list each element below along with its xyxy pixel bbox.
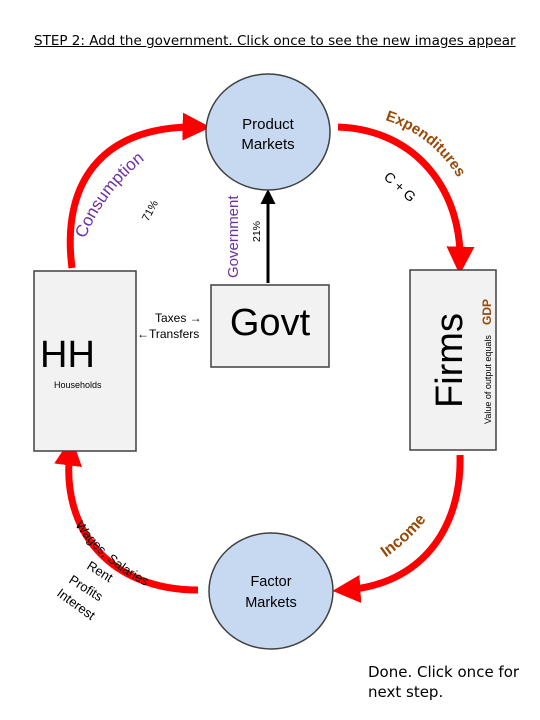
taxes-label: Taxes → [155,311,202,325]
done-instruction: Done. Click once for next step. [368,663,520,701]
hh-label: HH [40,334,95,376]
income-label: Income [378,511,430,561]
government-label: Government [225,195,242,278]
firms-label: Firms [429,313,471,408]
product-markets-label: Product Markets [241,116,295,153]
firms-box [409,269,497,451]
gdp-label: GDP [480,299,494,325]
c-plus-g-label: C + G [381,168,419,205]
wages-arrow [54,437,199,594]
households-box [33,270,137,452]
page-title: STEP 2: Add the government. Click once t… [34,33,516,49]
value-of-output-label: Value of output equals [483,335,493,424]
consumption-arrow [66,112,211,269]
government-pct: 21% [251,221,263,242]
consumption-pct: 71% [140,198,161,223]
product-markets-node [205,73,331,191]
expenditures-arrow [337,123,475,275]
transfers-label: ←Transfers [137,327,199,341]
factor-markets-label: Factor Markets [245,574,297,611]
consumption-label: Consumption [71,148,147,240]
households-label: Households [54,380,102,390]
income-arrow [332,454,464,603]
govt-box [210,284,330,368]
factor-markets-node [208,532,334,650]
govt-label: Govt [229,302,311,344]
